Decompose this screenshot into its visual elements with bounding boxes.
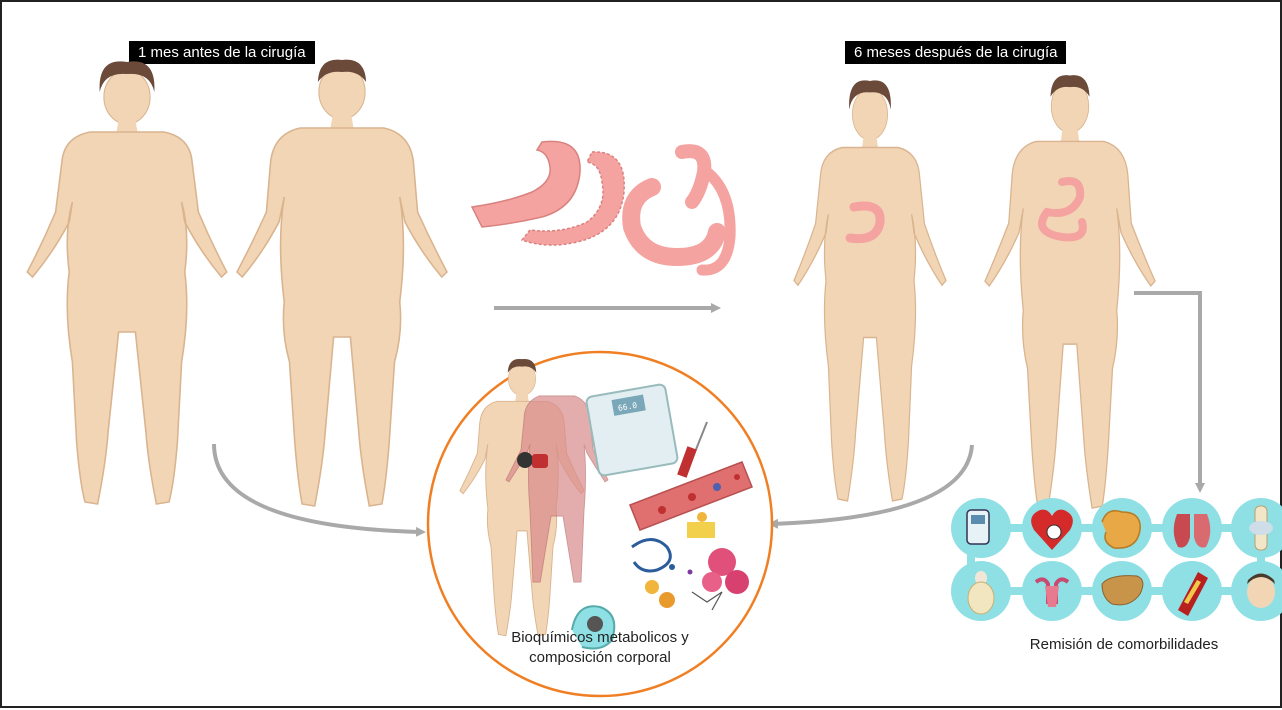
- obese-man-figure: [237, 60, 447, 506]
- center-caption-line2: composición corporal: [490, 648, 710, 668]
- woman-after-figure: [794, 80, 946, 500]
- obese-woman-figure: [27, 61, 227, 504]
- center-caption: Bioquímicos metabolicos y composición co…: [490, 628, 710, 668]
- gastric-bypass-illustration: [631, 151, 730, 270]
- stomach-icon: [1092, 498, 1152, 558]
- arrow-to-comorbidities: [1134, 293, 1200, 489]
- weight-scale-icon: 66.0: [586, 384, 679, 477]
- sleeve-gastrectomy-illustration: [472, 141, 624, 245]
- heart-pressure-icon: [1022, 498, 1082, 558]
- center-caption-line1: Bioquímicos metabolicos y: [490, 628, 710, 648]
- comorbidities-panel: [951, 498, 1282, 621]
- obese-body-icon: [951, 561, 1011, 621]
- lungs-icon: [1162, 498, 1222, 558]
- arrow-after-to-analysis: [772, 445, 972, 524]
- uterus-icon: [1022, 561, 1082, 621]
- knee-joint-icon: [1231, 498, 1282, 558]
- glucometer-icon: [951, 498, 1011, 558]
- liver-icon: [1092, 561, 1152, 621]
- face-icon: [1231, 561, 1282, 621]
- artery-icon: [1162, 561, 1222, 621]
- comorbidities-caption: Remisión de comorbilidades: [1004, 635, 1244, 655]
- man-after-figure: [985, 75, 1155, 508]
